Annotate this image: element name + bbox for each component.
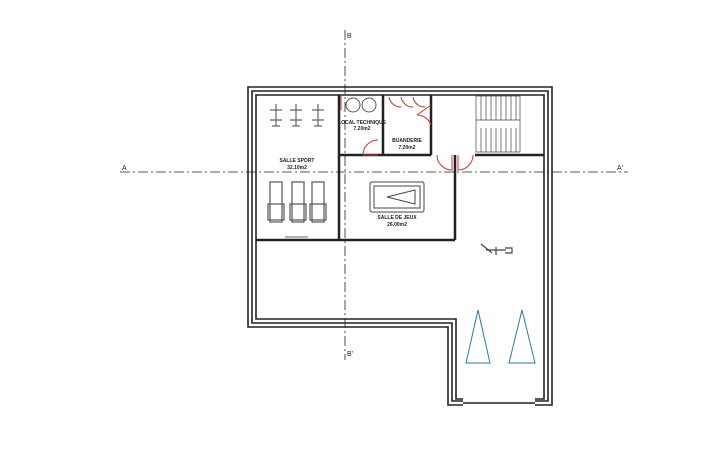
room-label-buanderie: BUANDERIE 7.20m2	[392, 138, 422, 151]
section-b-prime-label: B'	[347, 351, 353, 358]
section-a-label: A	[122, 165, 127, 172]
pool-table-icon	[369, 181, 425, 213]
water-tank-icon	[361, 97, 377, 113]
parking-space-icon	[508, 309, 536, 364]
section-b-label: B	[347, 33, 352, 40]
room-label-local-technique: LOCAL TECHNIQUE 7.20m2	[338, 120, 387, 132]
svg-text:32.10m2: 32.10m2	[287, 165, 307, 171]
staircase	[475, 95, 521, 153]
svg-text:7.20m2: 7.20m2	[399, 145, 416, 151]
svg-text:26.00m2: 26.00m2	[387, 222, 407, 228]
motorbike-icon	[480, 243, 513, 255]
parking-space-icon	[465, 309, 491, 364]
svg-text:BUANDERIE: BUANDERIE	[392, 138, 422, 144]
svg-text:SALLE DE JEUX: SALLE DE JEUX	[377, 215, 417, 221]
svg-text:SALLE SPORT: SALLE SPORT	[279, 158, 314, 164]
gym-machines-icon	[270, 104, 324, 127]
boiler-icon	[345, 97, 361, 113]
doors	[340, 95, 474, 171]
treadmills-icon	[267, 181, 327, 223]
interior-walls	[256, 95, 544, 242]
room-label-salle-de-jeux: SALLE DE JEUX 26.00m2	[377, 215, 417, 228]
room-label-salle-sport: SALLE SPORT 32.10m2	[279, 158, 314, 171]
exterior-walls	[247, 86, 553, 406]
svg-text:LOCAL TECHNIQUE: LOCAL TECHNIQUE	[338, 120, 387, 126]
svg-text:7.20m2: 7.20m2	[354, 126, 371, 132]
section-a-prime-label: A'	[617, 165, 623, 172]
